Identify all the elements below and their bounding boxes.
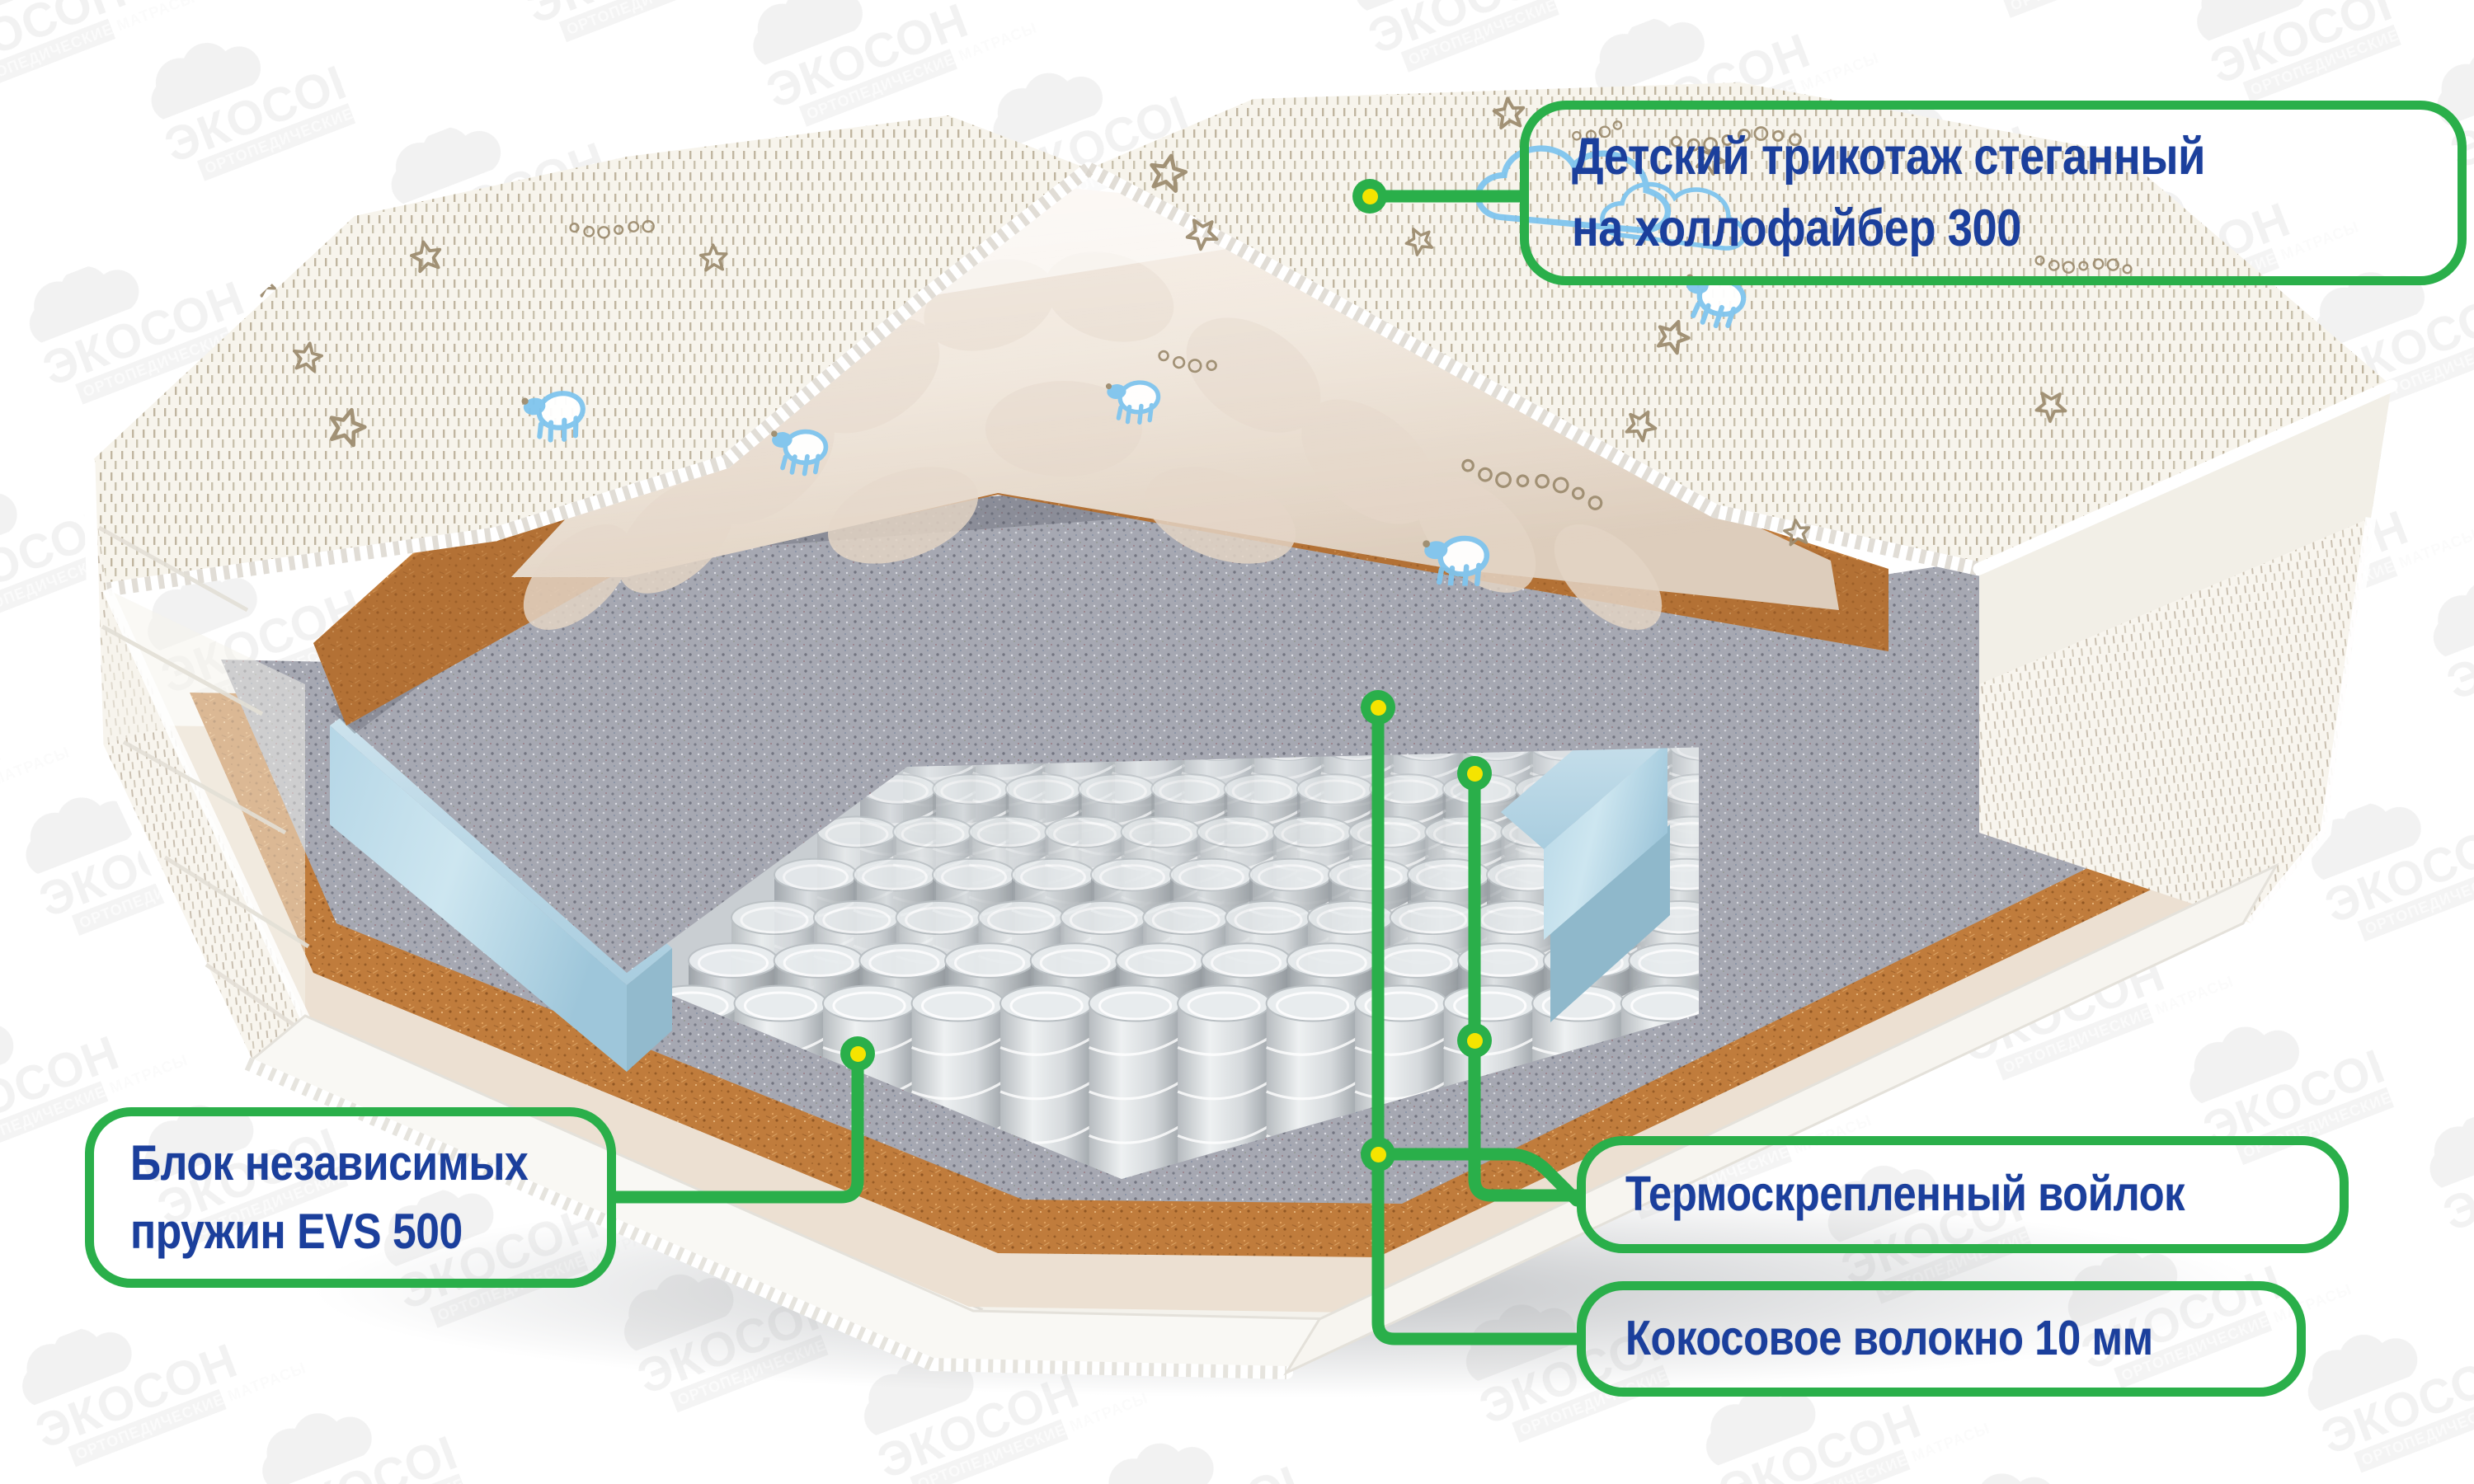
marker-coir-lower[interactable] [1361,1137,1395,1172]
callout-coir-label: Кокосовое волокно 10 мм [1625,1311,2153,1366]
callout-spring-block[interactable]: Блок независимых пружин EVS 500 [85,1107,616,1288]
marker-dot [1370,699,1386,716]
marker-dot [1362,188,1378,204]
marker-dot [1370,1146,1386,1162]
callout-springs-label: Блок независимых пружин EVS 500 [130,1134,529,1259]
callout-felt[interactable]: Термоскрепленный войлок [1577,1136,2349,1253]
callout-knit-label: Детский трикотаж стеганный на холлофайбе… [1572,128,2205,257]
marker-dot [1466,1032,1483,1049]
marker-spring-block[interactable] [840,1036,875,1071]
callout-felt-label: Термоскрепленный войлок [1625,1167,2185,1222]
marker-knit-cover[interactable] [1352,179,1387,214]
marker-dot [849,1045,866,1062]
callout-knit-cover[interactable]: Детский трикотаж стеганный на холлофайбе… [1520,101,2467,285]
marker-coir-upper[interactable] [1361,690,1395,725]
marker-dot [1466,765,1483,782]
callout-coir[interactable]: Кокосовое волокно 10 мм [1577,1281,2306,1397]
marker-felt-lower[interactable] [1457,1023,1492,1058]
marker-felt-upper[interactable] [1457,756,1492,791]
